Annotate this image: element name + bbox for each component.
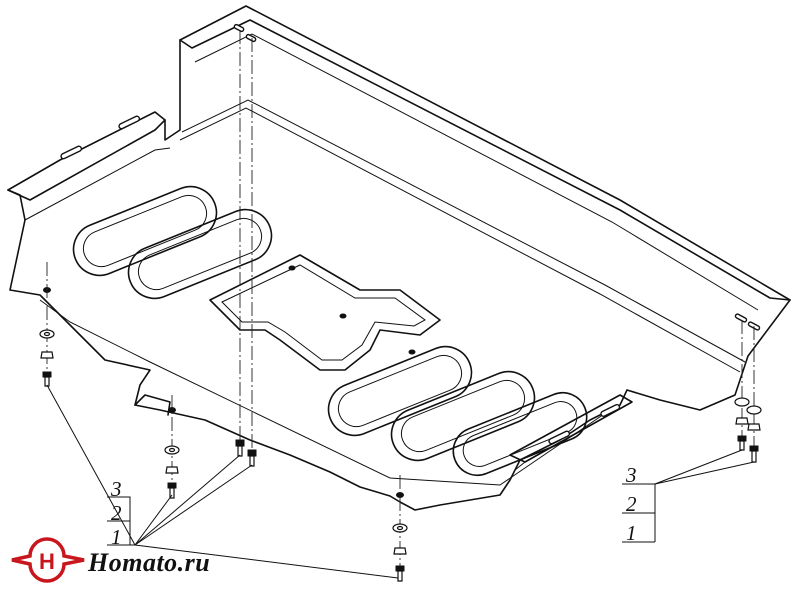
oval-cutout-3: [327, 345, 473, 437]
callout-right-label-1: 3: [625, 463, 637, 487]
h-letter-ring-icon: H: [11, 537, 85, 583]
callout-left-ladder: [107, 496, 135, 546]
leader-to-front-center: [134, 544, 399, 579]
bolt-icon: [237, 445, 243, 457]
slot-right-bracket-2: [600, 403, 621, 417]
bolt-icon: [235, 439, 245, 447]
nut-icon: [165, 466, 179, 474]
logo-text: Homato.ru: [87, 548, 210, 577]
washer-icon: [396, 525, 404, 531]
front-tab: [134, 394, 171, 416]
leader-to-rear-right-2: [654, 461, 755, 485]
nut-icon: [735, 417, 749, 425]
fastener-stack-rear-right: [734, 397, 762, 463]
rear-ridge-bend: [181, 99, 746, 363]
bolt-icon: [249, 455, 255, 467]
fastener-stack-front-mid: [164, 445, 180, 499]
oval-cutout-5: [452, 391, 588, 477]
homato-logo: H Homato.ru: [11, 537, 210, 583]
callout-left-label-2: 2: [111, 501, 122, 525]
bolt-icon: [739, 440, 745, 451]
bolt-icon: [749, 445, 759, 452]
callout-left-label-1: 3: [110, 477, 122, 501]
center-cutout-inner: [221, 264, 426, 361]
left-flange-bend: [24, 147, 171, 221]
fastener-stack-front-left: [39, 329, 55, 387]
slot-left-flange-2: [118, 115, 141, 130]
oval-cutout-1: [72, 185, 218, 277]
callout-left-label-3: 1: [111, 525, 122, 549]
slot-rear-left-b: [245, 33, 257, 43]
callout-right-label-3: 1: [626, 521, 637, 545]
slot-right-bracket: [548, 430, 571, 445]
washer-icon: [168, 447, 176, 453]
rear-ridge: [179, 19, 791, 301]
logo-letter: H: [39, 549, 55, 574]
callout-right-label-2: 2: [626, 492, 637, 516]
fasteners: [39, 329, 762, 582]
nut-icon: [40, 351, 54, 359]
callout-right: 3 2 1: [622, 449, 755, 545]
leader-to-front-mid: [134, 494, 173, 546]
nut-icon: [393, 547, 407, 555]
oval-cutout-3-inner: [337, 354, 463, 428]
hole-center-1: [288, 265, 296, 271]
callout-right-ladder: [622, 483, 656, 543]
rear-ridge-bend2: [179, 107, 741, 373]
slot-left-flange: [60, 145, 83, 160]
logo-ring: [11, 537, 85, 583]
oval-cutouts: [72, 185, 588, 477]
oval-cutout-2: [127, 208, 273, 300]
front-lip: [39, 299, 611, 486]
washer-icon: [43, 331, 51, 337]
leader-to-front-left: [46, 384, 136, 546]
rear-ridge-inner: [194, 33, 759, 311]
right-bracket-top: [514, 461, 526, 471]
bolt-icon: [169, 487, 175, 499]
bolt-icon: [395, 565, 405, 572]
oval-cutout-4-inner: [400, 379, 526, 453]
fastener-stack-rear-left: [235, 439, 257, 467]
bolt-icon: [751, 450, 757, 463]
washer-icon: [746, 405, 762, 415]
center-cutout: [209, 254, 441, 371]
hole-center-2: [339, 313, 347, 319]
bolt-icon: [737, 435, 747, 442]
bolt-icon: [167, 482, 177, 489]
oval-cutout-5-inner: [462, 401, 578, 467]
mounting-slots: [43, 23, 761, 498]
bolt-icon: [247, 449, 257, 457]
bolt-icon: [397, 570, 403, 582]
skid-plate: [7, 5, 791, 511]
oval-cutout-2-inner: [137, 217, 263, 291]
fastener-stack-front-center: [392, 523, 408, 582]
leader-to-rear-left-1: [134, 454, 241, 546]
bolt-icon: [44, 376, 50, 387]
callout-left: 3 2 1: [46, 384, 399, 579]
washer-icon: [734, 397, 750, 407]
hole-center-3: [408, 349, 416, 355]
axis-lines: [46, 30, 755, 580]
nut-icon: [747, 423, 761, 431]
leader-to-rear-right-1: [654, 449, 743, 485]
bolt-icon: [42, 371, 52, 378]
leader-to-rear-left-2: [134, 464, 253, 546]
slot-rear-right-a: [734, 313, 748, 323]
left-flange: [7, 119, 166, 201]
oval-cutout-1-inner: [82, 194, 208, 268]
slot-rear-left-a: [233, 23, 245, 33]
oval-cutout-4: [390, 370, 536, 462]
